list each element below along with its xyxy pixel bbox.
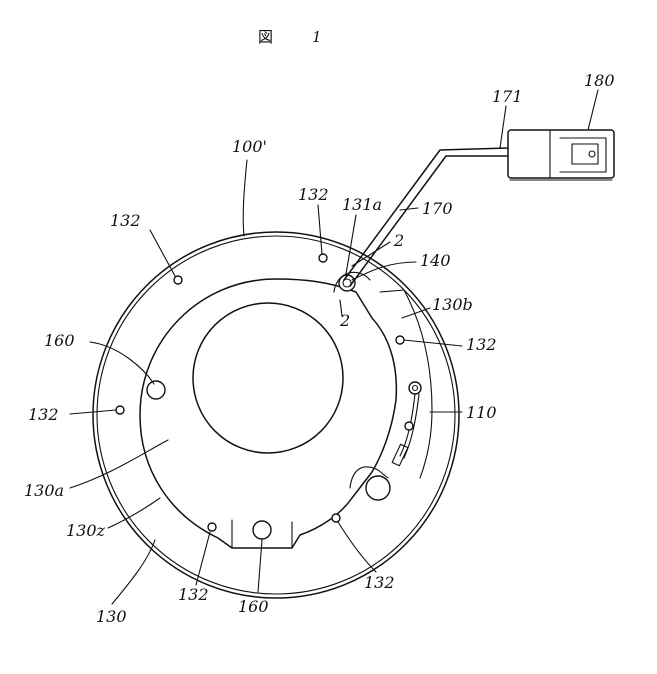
leader-130 [111, 539, 156, 605]
mount-hole-132-bottom-right [331, 513, 341, 523]
connector-180-latch [571, 143, 599, 165]
leader-132-left [69, 409, 117, 415]
large-hole-160-bottom [252, 520, 272, 540]
label-130z: 130z [66, 521, 106, 540]
connector-180-pin [588, 150, 596, 158]
mount-hole-132-left [115, 405, 125, 415]
leader-131a [345, 214, 357, 275]
leader-180 [587, 89, 599, 131]
mount-hole-132-right [395, 335, 405, 345]
label-2-top: 2 [393, 231, 404, 250]
label-100: 100' [232, 137, 267, 156]
label-132-right: 132 [466, 335, 497, 354]
label-132-top-left: 132 [110, 211, 141, 230]
leader-170 [399, 207, 419, 211]
center-hole [192, 302, 344, 454]
label-130: 130 [96, 607, 127, 626]
lead-wire-170-b [349, 155, 509, 287]
figure-number: 1 [312, 28, 322, 46]
section-line-2-2 [339, 241, 391, 317]
inner-plate-outline [139, 278, 398, 549]
label-131a: 131a [342, 195, 382, 214]
sensor-hole-mid [404, 421, 414, 431]
leader-130z [107, 497, 161, 529]
figure-title-char: 図 [258, 28, 273, 46]
leader-171 [499, 105, 507, 149]
sensor-terminal-top-inner [411, 384, 419, 392]
label-171: 171 [492, 87, 523, 106]
label-130a: 130a [24, 481, 64, 500]
label-132-bottom-right: 132 [364, 573, 395, 592]
label-110: 110 [466, 403, 497, 422]
leader-130b [401, 307, 431, 319]
lead-wire-170 [343, 147, 509, 281]
sensor-wire-2 [403, 393, 420, 459]
leader-100 [242, 159, 248, 237]
sensor-channel [349, 466, 389, 489]
label-132-top: 132 [298, 185, 329, 204]
leader-130a [69, 439, 169, 489]
mount-hole-132-top-left [173, 275, 183, 285]
sensor-body [391, 443, 409, 467]
leader-132-bottom [195, 531, 211, 586]
outer-ring [92, 231, 460, 599]
leader-140 [351, 261, 417, 281]
connector-180-body [507, 129, 615, 179]
sensor-large-terminal [365, 475, 391, 501]
leader-132-top [317, 204, 323, 255]
bottom-notch [231, 519, 293, 549]
leader-160-bottom [257, 539, 263, 593]
leader-132-bottom-right [337, 521, 377, 573]
label-132-left: 132 [28, 405, 59, 424]
label-170: 170 [422, 199, 453, 218]
mount-hole-132-top [318, 253, 328, 263]
label-140: 140 [420, 251, 451, 270]
large-hole-160-left [146, 380, 166, 400]
mount-hole-132-bottom [207, 522, 217, 532]
label-130b: 130b [432, 295, 473, 314]
leader-132-right [403, 339, 463, 347]
leader-132-top-left [149, 229, 176, 277]
label-132-bottom: 132 [178, 585, 209, 604]
leader-160-left [89, 341, 155, 385]
label-160-bottom: 160 [238, 597, 269, 616]
connector-180-step [549, 129, 607, 179]
sensor-terminal-top [408, 381, 422, 395]
label-180: 180 [584, 71, 615, 90]
terminal-140-inner [342, 278, 352, 288]
outer-ring-inner-edge [96, 235, 456, 595]
label-160-left: 160 [44, 331, 75, 350]
label-2-bottom: 2 [339, 311, 350, 330]
plate-130b-outline [379, 289, 433, 479]
